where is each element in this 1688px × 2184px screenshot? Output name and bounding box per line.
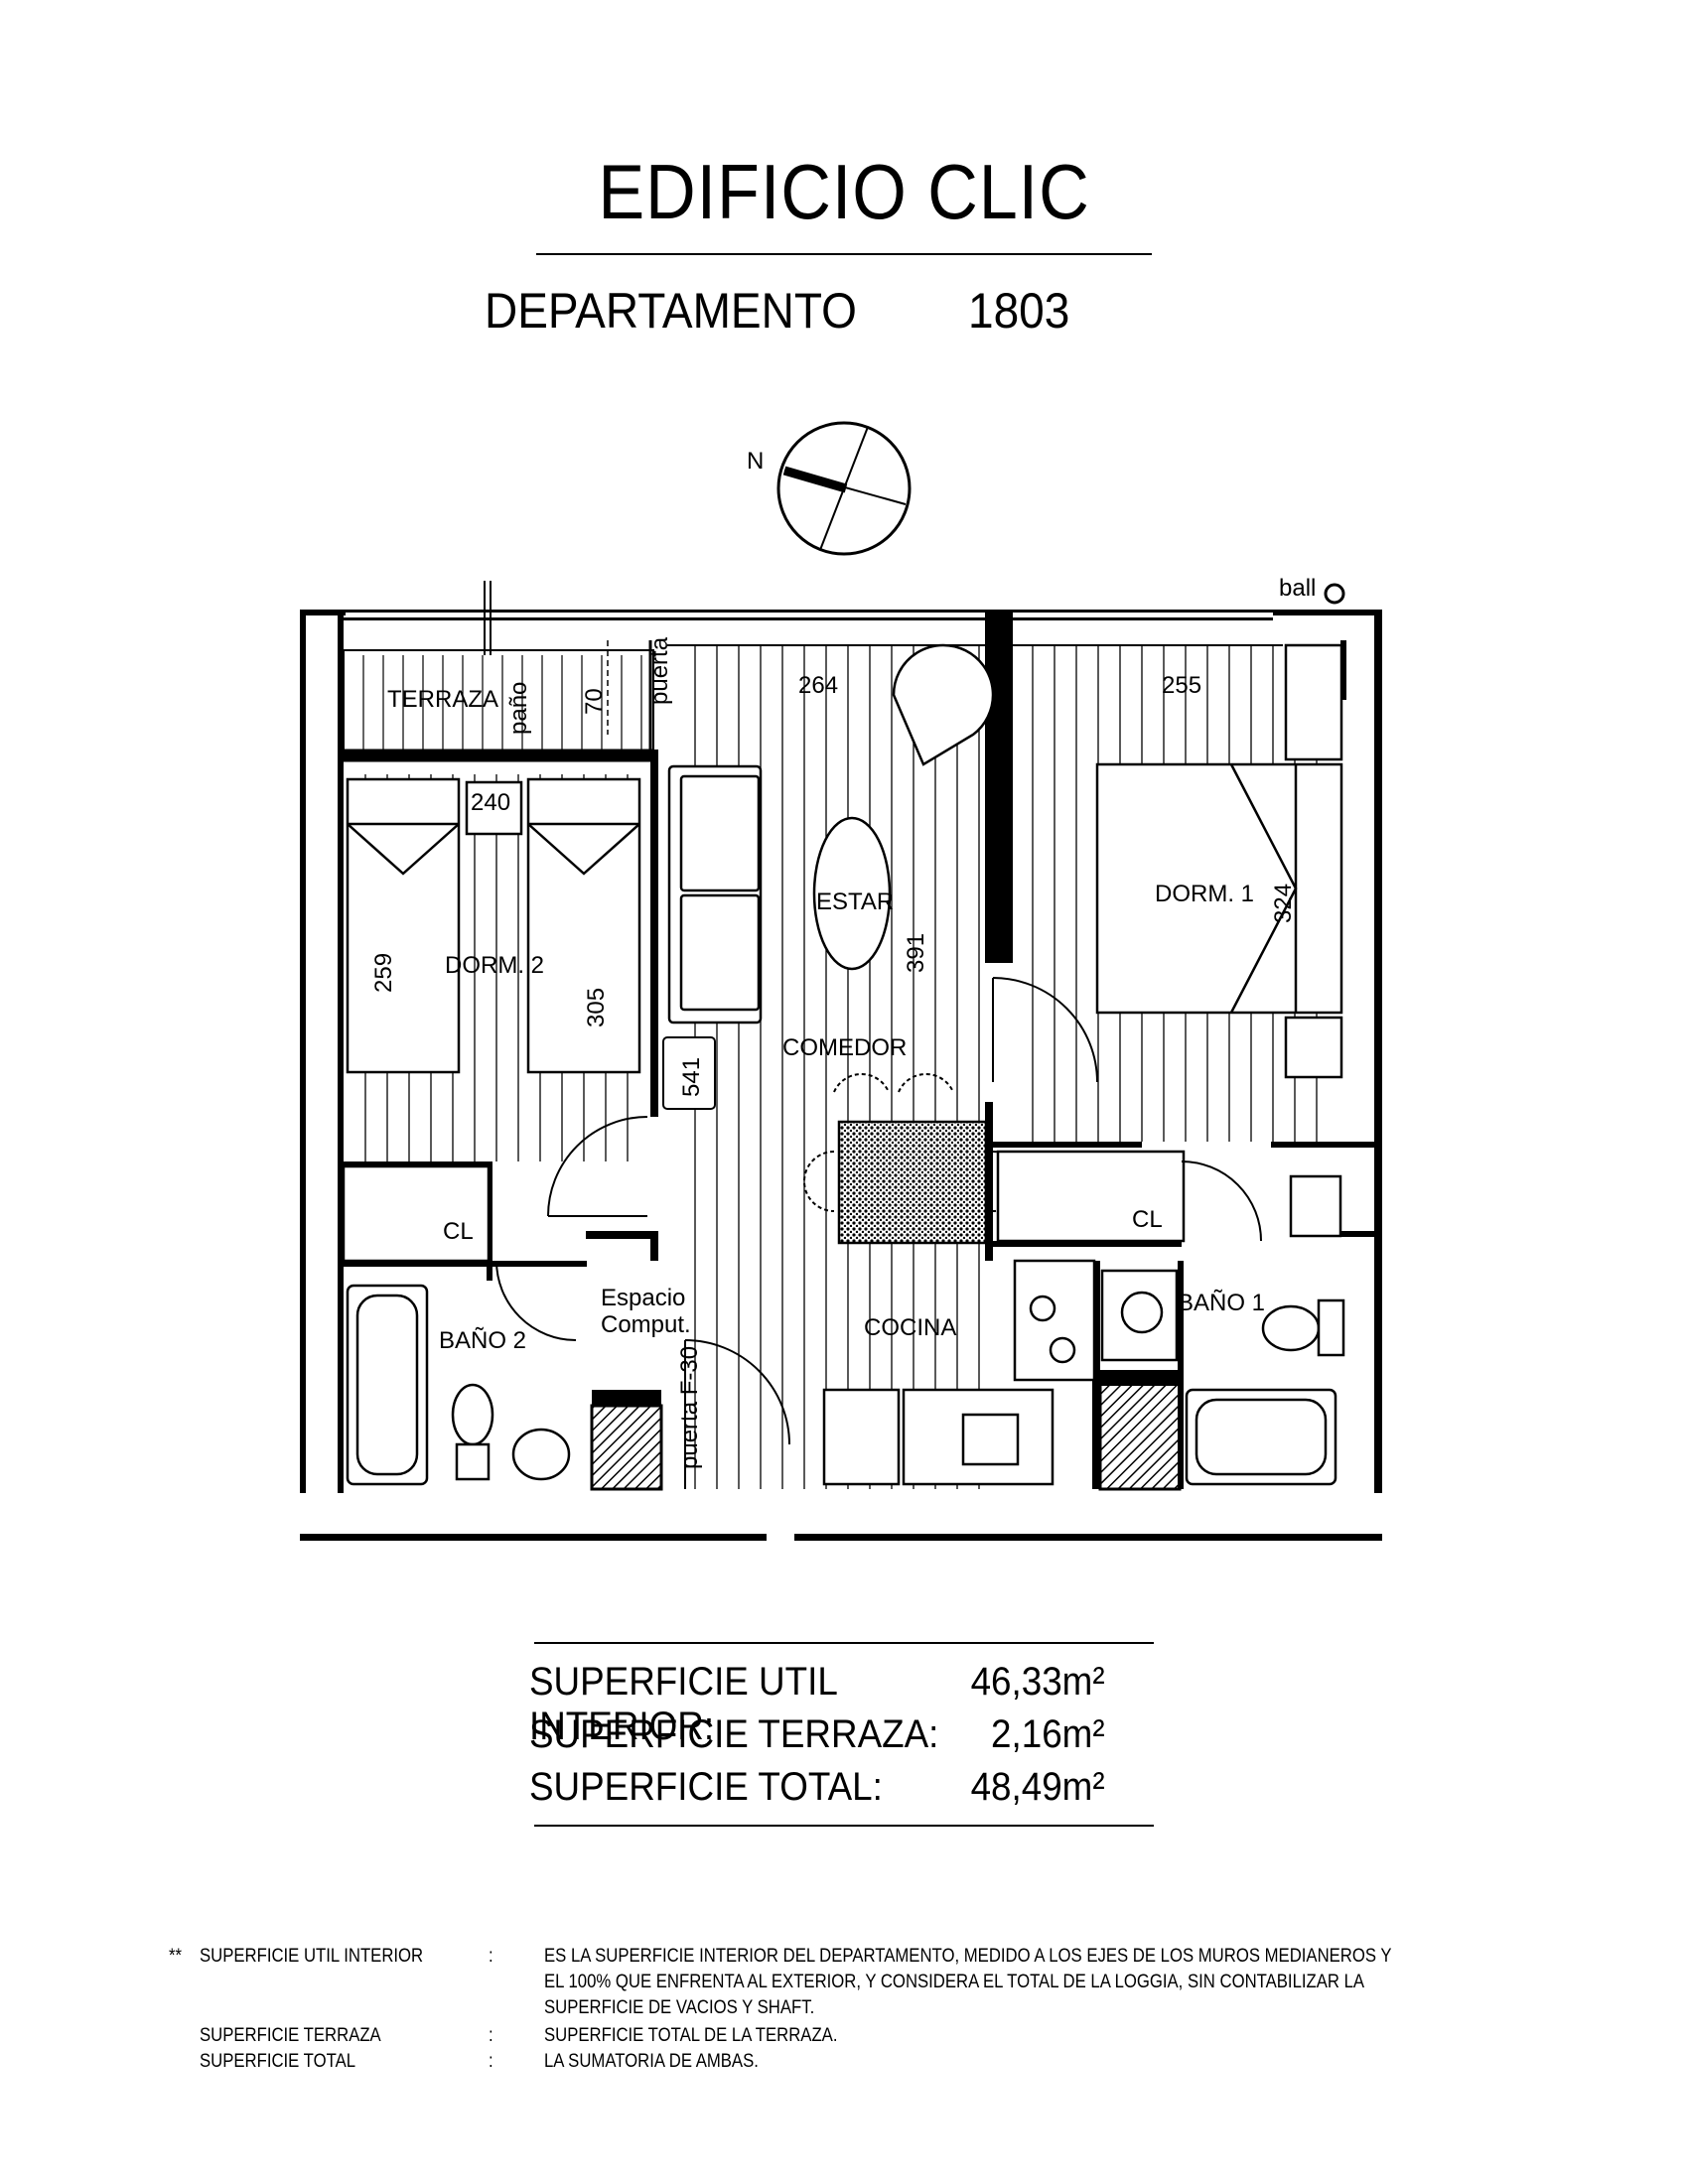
room-dorm2: DORM. 2 <box>445 952 544 979</box>
bathroom1-fixtures <box>1100 1174 1345 1486</box>
doors <box>495 977 1262 1489</box>
note-total-label: SUPERFICIE TOTAL <box>200 2051 356 2072</box>
exterior-walls <box>300 610 1382 1541</box>
surface-util-value: 46,33m² <box>970 1660 1105 1704</box>
note-util-colon: : <box>489 1946 493 1967</box>
room-bano1: BAÑO 1 <box>1178 1290 1265 1316</box>
dim-541: 541 <box>678 1057 705 1097</box>
room-estar: ESTAR <box>816 888 894 915</box>
bed-dorm2-icon <box>346 777 641 1074</box>
surface-row-terraza: SUPERFICIE TERRAZA: 2,16m² <box>529 1712 1105 1757</box>
dim-391: 391 <box>903 933 929 973</box>
building-title: EDIFICIO CLIC <box>598 148 1090 235</box>
note-total-text: LA SUMATORIA DE AMBAS. <box>544 2051 759 2072</box>
north-label: N <box>747 448 764 475</box>
sofa-icon <box>667 764 763 1024</box>
note-util-label: SUPERFICIE UTIL INTERIOR <box>200 1946 424 1967</box>
room-closet-right: CL <box>1132 1206 1163 1233</box>
room-dorm1: DORM. 1 <box>1155 881 1254 907</box>
floor-plan: N <box>300 421 1382 1541</box>
title-divider <box>536 253 1152 255</box>
room-cocina: COCINA <box>864 1314 956 1341</box>
door-f30-label: puerta F-30 <box>676 1346 703 1469</box>
note-total-colon: : <box>489 2051 493 2072</box>
dim-255: 255 <box>1162 672 1201 699</box>
room-bano2: BAÑO 2 <box>439 1327 526 1354</box>
dining-table-icon <box>837 1120 988 1245</box>
ball-icon <box>1324 583 1345 605</box>
room-closet-left: CL <box>443 1218 474 1245</box>
department-number: 1803 <box>968 283 1070 339</box>
closet-right <box>996 1150 1186 1243</box>
note-util-line2: EL 100% QUE ENFRENTA AL EXTERIOR, Y CONS… <box>544 1972 1365 1992</box>
notes-asterisk: ** <box>169 1946 183 1967</box>
room-comput: Comput. <box>601 1311 691 1338</box>
dim-324: 324 <box>1270 884 1297 923</box>
note-terraza-label: SUPERFICIE TERRAZA <box>200 2025 381 2046</box>
dim-240: 240 <box>471 789 510 816</box>
note-util-line3: SUPERFICIE DE VACIOS Y SHAFT. <box>544 1997 815 2018</box>
dim-264: 264 <box>798 672 838 699</box>
bathroom2-fixtures <box>346 1284 571 1486</box>
note-terraza-text: SUPERFICIE TOTAL DE LA TERRAZA. <box>544 2025 838 2046</box>
pano-label: paño <box>505 682 532 735</box>
room-comedor: COMEDOR <box>782 1034 907 1061</box>
dim-305: 305 <box>583 988 610 1027</box>
kitchen-fixtures <box>822 1259 1096 1486</box>
note-util-line1: ES LA SUPERFICIE INTERIOR DEL DEPARTAMEN… <box>544 1946 1392 1967</box>
north-compass-icon: N <box>747 421 912 556</box>
surface-total-label: SUPERFICIE TOTAL: <box>529 1765 883 1809</box>
surface-row-util: SUPERFICIE UTIL INTERIOR: 46,33m² <box>529 1660 1105 1749</box>
ball-label: ball <box>1279 575 1316 602</box>
surface-terraza-value: 2,16m² <box>991 1712 1105 1756</box>
dining-chairs-icon <box>803 1072 1024 1212</box>
surface-total-value: 48,49m² <box>970 1765 1105 1809</box>
terrace-area <box>343 581 654 762</box>
note-terraza-colon: : <box>489 2025 493 2046</box>
dim-259: 259 <box>370 953 397 993</box>
armchair-icon <box>892 643 995 766</box>
room-terraza: TERRAZA <box>387 686 498 713</box>
department-label: DEPARTAMENTO <box>485 283 857 339</box>
surface-terraza-label: SUPERFICIE TERRAZA: <box>529 1712 939 1756</box>
closet-left <box>342 1164 491 1263</box>
surface-row-total: SUPERFICIE TOTAL: 48,49m² <box>529 1765 1105 1810</box>
shaft-right <box>1098 1378 1182 1491</box>
surface-divider-top <box>534 1642 1154 1644</box>
dim-70: 70 <box>581 688 608 715</box>
shaft-left <box>590 1404 663 1491</box>
bed-dorm1-icon <box>1095 643 1343 1079</box>
surface-divider-bottom <box>534 1825 1154 1827</box>
room-espacio: Espacio <box>601 1285 685 1311</box>
door-top-label: puerta <box>646 636 673 705</box>
dim-541-box <box>662 1036 716 1110</box>
surface-util-label: SUPERFICIE UTIL INTERIOR: <box>529 1660 837 1748</box>
coffee-table-icon <box>812 816 892 971</box>
